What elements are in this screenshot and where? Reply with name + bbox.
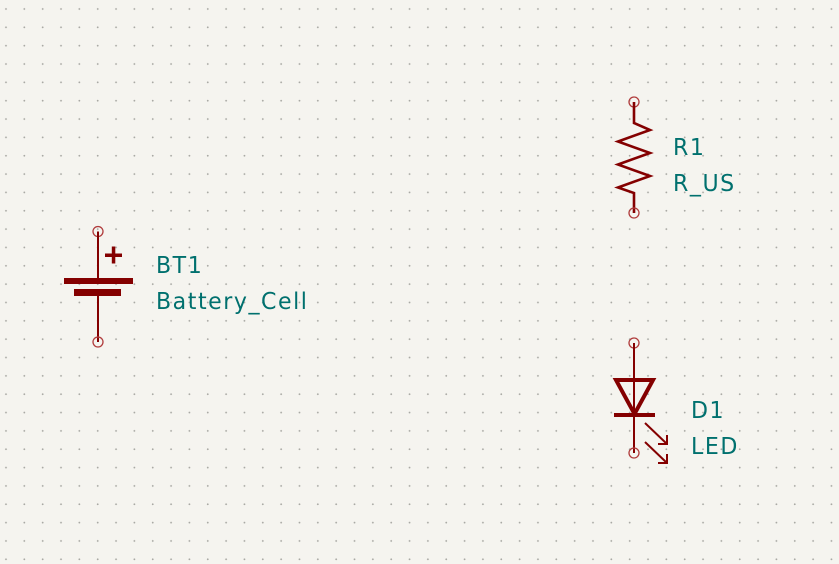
- light-emission-arrows-icon: [644, 422, 668, 464]
- component-value-d1[interactable]: LED: [691, 434, 739, 460]
- battery-cell-symbol[interactable]: [64, 225, 133, 348]
- resistor-zigzag: [614, 102, 654, 213]
- plus-icon: [105, 246, 122, 264]
- battery-negative-plate: [74, 289, 121, 296]
- pin-connection-circle[interactable]: [92, 336, 104, 348]
- component-value-bt1[interactable]: Battery_Cell: [156, 289, 309, 315]
- diode-triangle: [612, 378, 657, 419]
- component-value-r1[interactable]: R_US: [673, 171, 736, 197]
- resistor-us-symbol[interactable]: [614, 96, 654, 219]
- component-reference-bt1[interactable]: BT1: [156, 253, 204, 279]
- pin-connection-circle[interactable]: [628, 447, 640, 459]
- pin-connection-circle[interactable]: [628, 207, 640, 219]
- component-reference-d1[interactable]: D1: [691, 398, 726, 424]
- component-reference-r1[interactable]: R1: [673, 135, 706, 161]
- led-symbol[interactable]: [612, 337, 668, 464]
- battery-positive-plate: [64, 278, 133, 284]
